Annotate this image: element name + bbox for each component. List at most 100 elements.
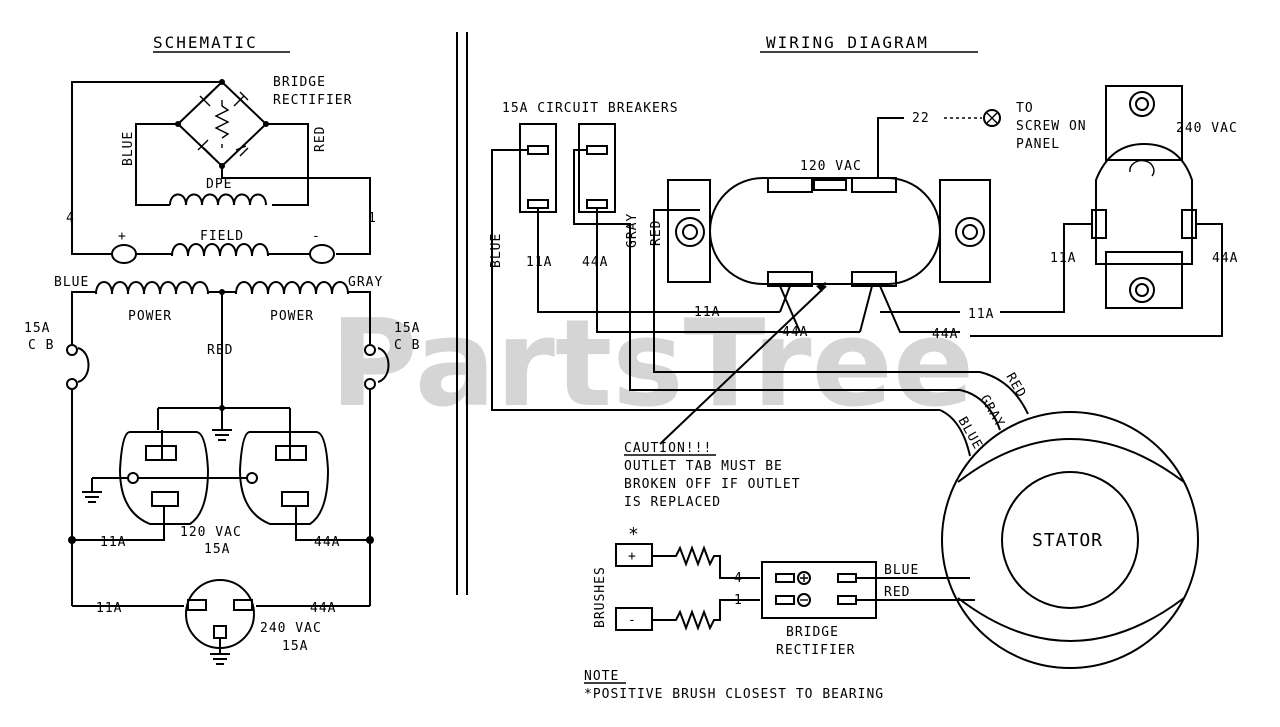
breaker-right-terminal [364, 344, 376, 356]
vac240-label: 240 VAC [1176, 121, 1238, 136]
resistor-negative [652, 599, 760, 631]
n4-label: 4 [734, 571, 743, 586]
caution-label: CAUTION!!! [624, 441, 712, 456]
wire-4 [71, 81, 222, 255]
caution-line-2: OUTLET TAB MUST BE [624, 459, 783, 474]
stator [941, 411, 1199, 669]
caution-leader [659, 285, 827, 445]
wire-1 [221, 166, 371, 255]
hex-nut [1129, 91, 1155, 117]
a44-label-2: 44A [310, 601, 336, 616]
blue-left-label: BLUE [54, 275, 89, 290]
n1-label: 1 [734, 593, 743, 608]
a11-mid-label: 11A [694, 305, 720, 320]
hex-nut [675, 217, 705, 247]
cb-left-1: 15A [24, 321, 50, 336]
ground-symbol [212, 408, 232, 441]
power-right-label: POWER [270, 309, 314, 324]
cb-right-1: 15A [394, 321, 420, 336]
plus-label: + [118, 229, 127, 244]
asterisk-label: * [628, 524, 640, 545]
outlet-240-mount-bottom [1105, 251, 1183, 309]
wire-blue [491, 149, 940, 411]
outlet-mount-right [939, 179, 991, 283]
a11-label-2: 11A [96, 601, 122, 616]
outlet-240-mount-top [1105, 85, 1183, 161]
breakers-label: 15A CIRCUIT BREAKERS [502, 101, 679, 116]
schematic-section: SCHEMATIC BRIDGE RECTIFIER BLUE RED DPE … [24, 33, 420, 665]
a11-label-1: 11A [100, 535, 126, 550]
ground-symbol [82, 478, 102, 503]
bridge-label: BRIDGE [273, 75, 326, 90]
breaker-left-terminal [66, 344, 78, 356]
caution-line-3: BROKEN OFF IF OUTLET [624, 477, 801, 492]
a44-right-label: 44A [1212, 251, 1238, 266]
brush-positive [111, 244, 137, 264]
amp15-label: 15A [204, 542, 230, 557]
breaker-left-terminal [66, 378, 78, 390]
breaker-left-switch [77, 347, 90, 383]
blue-r-label: BLUE [884, 563, 919, 578]
a44-label-1: 44A [314, 535, 340, 550]
wire-blue [135, 123, 178, 206]
amp15b-label: 15A [282, 639, 308, 654]
wiring-section: WIRING DIAGRAM 15A CIRCUIT BREAKERS BLUE… [489, 33, 1238, 702]
num1-label: 1 [368, 211, 377, 226]
vac240-label: 240 VAC [260, 621, 322, 636]
rectifier-label: RECTIFIER [273, 93, 352, 108]
resistor-positive [652, 545, 760, 579]
panel-label: PANEL [1016, 137, 1060, 152]
cb-right-2: C B [394, 338, 420, 353]
screw-on-label: SCREW ON [1016, 119, 1087, 134]
a44-o-label: 44A [932, 327, 958, 342]
wire-red [266, 123, 309, 206]
hex-nut [955, 217, 985, 247]
num4-label: 4 [66, 211, 75, 226]
dpe-label: DPE [206, 177, 232, 192]
note-text: *POSITIVE BRUSH CLOSEST TO BEARING [584, 687, 884, 702]
field-coil [171, 243, 269, 257]
stator-label: STATOR [1032, 530, 1103, 551]
wiring-title: WIRING DIAGRAM [766, 33, 929, 52]
power-left-label: POWER [128, 309, 172, 324]
to-label: TO [1016, 101, 1034, 116]
a44-mid-label: 44A [782, 325, 808, 340]
dpe-coil [169, 193, 267, 206]
n22-label: 22 [912, 111, 930, 126]
outlet-120vac [709, 177, 941, 285]
caution-line-4: IS REPLACED [624, 495, 721, 510]
note-label: NOTE [584, 669, 619, 684]
vac120-label: 120 VAC [180, 525, 242, 540]
brush-negative [309, 244, 335, 264]
field-label: FIELD [200, 229, 244, 244]
breaker-right-switch [377, 347, 390, 383]
red-center-label: RED [207, 343, 233, 358]
outlet-left [118, 431, 210, 525]
gray-right-label: GRAY [348, 275, 383, 290]
hex-nut [1129, 277, 1155, 303]
bridge-label: BRIDGE [786, 625, 839, 640]
blue-label: BLUE [121, 131, 136, 166]
circuit-breaker-44a [578, 123, 616, 213]
cb-left-2: C B [28, 338, 54, 353]
gray-label: GRAY [625, 213, 640, 248]
rectifier-label: RECTIFIER [776, 643, 855, 658]
red-label: RED [649, 220, 664, 246]
a11-right-label: 11A [1050, 251, 1076, 266]
watermark: PartsTree [330, 295, 974, 434]
outlet-right [238, 431, 330, 525]
brush-minus-label: - [628, 613, 637, 628]
vac120-label: 120 VAC [800, 159, 862, 174]
power-coil-left [95, 281, 209, 295]
ground-symbol [210, 638, 230, 665]
red-label: RED [313, 126, 328, 152]
bridge-rectifier-block [761, 561, 877, 619]
a11-l-label: 11A [526, 255, 552, 270]
outlet-mount-left [667, 179, 711, 283]
wire-gray [573, 149, 960, 391]
gray-st-label: GRAY [977, 393, 1008, 431]
brush-plus-label: + [628, 549, 637, 564]
a11-o-label: 11A [968, 307, 994, 322]
blue-label: BLUE [489, 233, 504, 268]
